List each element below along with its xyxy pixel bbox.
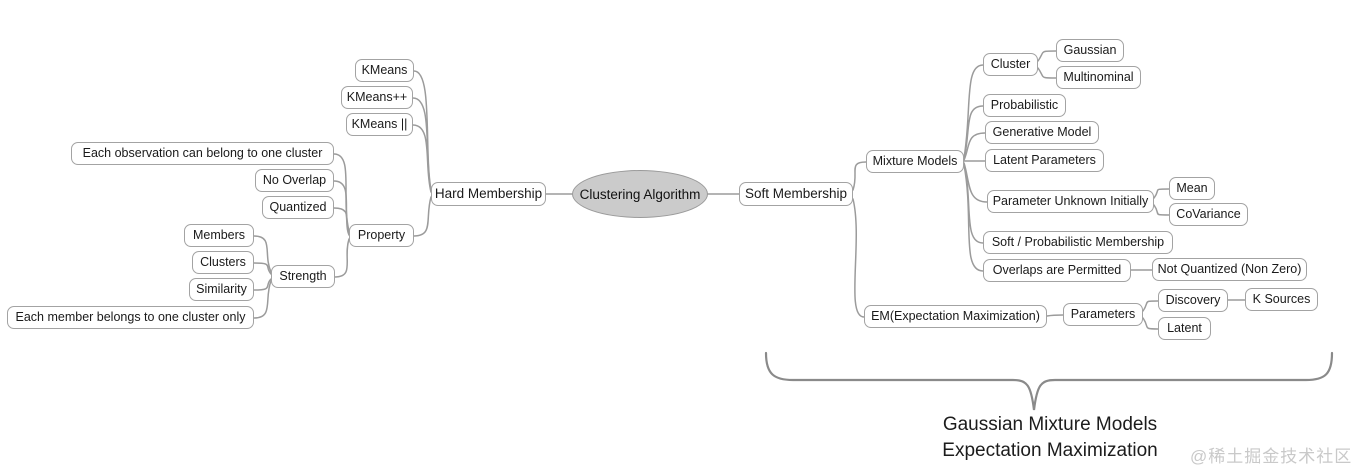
node-discovery[interactable]: Discovery bbox=[1158, 289, 1228, 312]
edge-strength-similarity bbox=[253, 278, 272, 291]
edge-strength-eachmember bbox=[253, 280, 272, 319]
edge-parameters-discovery bbox=[1142, 300, 1159, 312]
edge-property-strength bbox=[334, 238, 350, 278]
node-parameter-unknown-initially[interactable]: Parameter Unknown Initially bbox=[987, 190, 1154, 213]
edge-cluster-gaussian bbox=[1037, 50, 1057, 62]
node-soft-membership[interactable]: Soft Membership bbox=[739, 182, 853, 206]
node-gaussian[interactable]: Gaussian bbox=[1056, 39, 1124, 62]
node-soft-probabilistic-membership[interactable]: Soft / Probabilistic Membership bbox=[983, 231, 1173, 254]
node-kmeans-plus-plus[interactable]: KMeans++ bbox=[341, 86, 413, 109]
node-multinominal[interactable]: Multinominal bbox=[1056, 66, 1141, 89]
edge-soft-em bbox=[852, 198, 865, 318]
edge-mixture-probabilistic bbox=[963, 105, 984, 160]
caption-line-1: Gaussian Mixture Models bbox=[942, 414, 1158, 435]
edge-parameters-latent bbox=[1142, 317, 1159, 330]
node-parameters[interactable]: Parameters bbox=[1063, 303, 1143, 326]
node-not-quantized-non-zero[interactable]: Not Quantized (Non Zero) bbox=[1152, 258, 1307, 281]
node-each-observation-one-cluster[interactable]: Each observation can belong to one clust… bbox=[71, 142, 334, 165]
edge-property-quantized bbox=[333, 207, 350, 236]
node-latent-parameters[interactable]: Latent Parameters bbox=[985, 149, 1104, 172]
node-property[interactable]: Property bbox=[349, 224, 414, 247]
edge-hard-property bbox=[413, 196, 432, 237]
node-cluster[interactable]: Cluster bbox=[983, 53, 1038, 76]
node-clusters[interactable]: Clusters bbox=[192, 251, 254, 274]
node-mean[interactable]: Mean bbox=[1169, 177, 1215, 200]
caption-line-2: Expectation Maximization bbox=[942, 440, 1158, 461]
edge-cluster-multinominal bbox=[1037, 67, 1057, 79]
edge-strength-clusters bbox=[253, 262, 272, 275]
edge-strength-members bbox=[253, 235, 272, 273]
node-probabilistic[interactable]: Probabilistic bbox=[983, 94, 1066, 117]
edge-paramunknown-mean bbox=[1153, 188, 1170, 199]
node-latent[interactable]: Latent bbox=[1158, 317, 1211, 340]
node-members[interactable]: Members bbox=[184, 224, 254, 247]
node-strength[interactable]: Strength bbox=[271, 265, 335, 288]
node-em-expectation-maximization[interactable]: EM(Expectation Maximization) bbox=[864, 305, 1047, 328]
edge-mixture-softprob bbox=[963, 163, 984, 244]
node-similarity[interactable]: Similarity bbox=[189, 278, 254, 301]
node-mixture-models[interactable]: Mixture Models bbox=[866, 150, 964, 173]
edge-soft-mixture bbox=[852, 161, 867, 191]
brace bbox=[764, 351, 1334, 411]
node-kmeans[interactable]: KMeans bbox=[355, 59, 414, 82]
watermark: @稀土掘金技术社区 bbox=[1190, 447, 1353, 466]
node-no-overlap[interactable]: No Overlap bbox=[255, 169, 334, 192]
node-k-sources[interactable]: K Sources bbox=[1245, 288, 1318, 311]
node-quantized[interactable]: Quantized bbox=[262, 196, 334, 219]
edge-hard-kmeansbar bbox=[412, 124, 432, 193]
node-generative-model[interactable]: Generative Model bbox=[985, 121, 1099, 144]
edge-mixture-overlaps bbox=[963, 164, 984, 272]
edge-mixture-generative bbox=[963, 132, 986, 161]
edge-paramunknown-covariance bbox=[1153, 204, 1170, 216]
node-overlaps-are-permitted[interactable]: Overlaps are Permitted bbox=[983, 259, 1131, 282]
edge-em-parameters bbox=[1046, 314, 1064, 317]
node-covariance[interactable]: CoVariance bbox=[1169, 203, 1248, 226]
node-kmeans-parallel[interactable]: KMeans || bbox=[346, 113, 413, 136]
node-clustering-algorithm[interactable]: Clustering Algorithm bbox=[572, 170, 708, 218]
brace-caption: Gaussian Mixture Models Expectation Maxi… bbox=[880, 412, 1220, 464]
node-each-member-one-cluster-only[interactable]: Each member belongs to one cluster only bbox=[7, 306, 254, 329]
node-hard-membership[interactable]: Hard Membership bbox=[431, 182, 546, 206]
